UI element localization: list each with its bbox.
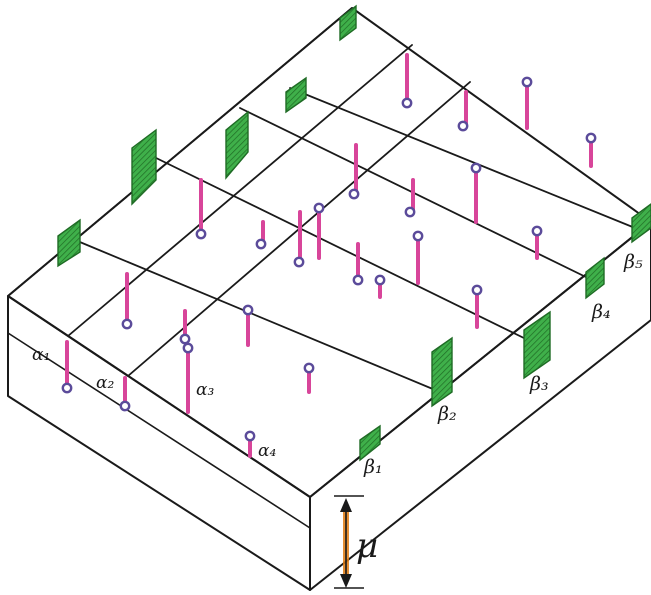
tube-end-cap: [303, 362, 315, 374]
grid-line-b5: [289, 87, 641, 231]
label-beta-1: β₁: [363, 456, 383, 478]
label-beta-2: β₂: [437, 403, 457, 425]
labels: α₁ α₂ α₃ α₄ β₁ β₂ β₃ β₄ β₅ μ: [32, 251, 643, 566]
distribution-marker-b4-left: [225, 110, 249, 180]
front-face-alpha-line: [7, 332, 311, 529]
label-alpha-1: α₁: [32, 345, 50, 365]
grid-line-b2: [74, 239, 441, 393]
tube-end-cap: [195, 228, 207, 240]
distribution-marker-b3-left: [131, 128, 157, 206]
tube-end-cap: [585, 132, 597, 144]
distribution-marker-b5: [631, 203, 651, 244]
distribution-marker-b2: [431, 336, 453, 408]
tube-end-cap: [348, 188, 360, 200]
distribution-markers: [57, 4, 651, 462]
tube-end-cap: [470, 162, 482, 174]
tube-end-cap: [404, 206, 416, 218]
label-thickness-mu: μ: [356, 526, 378, 566]
tube-end-cap: [242, 304, 254, 316]
distribution-marker-b4: [585, 256, 605, 300]
tube-end-cap: [412, 230, 424, 242]
grid-line-b4: [239, 107, 593, 281]
tube-end-caps: [61, 76, 597, 442]
label-beta-4: β₄: [591, 301, 611, 323]
grid-line-a-mid1: [67, 44, 413, 337]
tube-end-cap: [313, 202, 325, 214]
tube-end-cap: [179, 333, 191, 345]
tube-end-cap-alpha1: [61, 382, 73, 394]
tube-end-cap-alpha2: [119, 400, 131, 412]
tube-end-cap: [255, 238, 267, 250]
distribution-marker-b2-left: [57, 218, 81, 268]
tube-end-cap: [531, 225, 543, 237]
distribution-marker-b3: [523, 310, 551, 380]
tube-end-cap: [471, 284, 483, 296]
alpha-grid-lines: [7, 7, 471, 377]
label-alpha-3: α₃: [196, 380, 214, 400]
tube-end-cap-alpha3: [182, 342, 194, 354]
distribution-marker-b5-left: [285, 76, 307, 114]
label-beta-3: β₃: [529, 373, 549, 395]
distribution-marker-top: [339, 4, 357, 42]
label-alpha-4: α₄: [258, 441, 276, 461]
tube-end-cap: [374, 274, 386, 286]
tube-end-cap-alpha4: [244, 430, 256, 442]
tube-end-cap: [293, 256, 305, 268]
grid-line-b3: [149, 154, 529, 341]
tube-end-cap: [457, 120, 469, 132]
tube-end-cap: [401, 97, 413, 109]
distribution-marker-b1: [359, 424, 381, 462]
beta-grid-lines: [74, 87, 641, 393]
tube-end-cap: [521, 76, 533, 88]
label-beta-5: β₅: [623, 251, 643, 273]
tube-end-cap: [121, 318, 133, 330]
label-alpha-2: α₂: [96, 373, 114, 393]
tube-end-cap: [352, 274, 364, 286]
thickness-arrow-icon: [334, 495, 364, 589]
slab-box: [7, 7, 651, 591]
slab-right-face: [309, 221, 651, 591]
